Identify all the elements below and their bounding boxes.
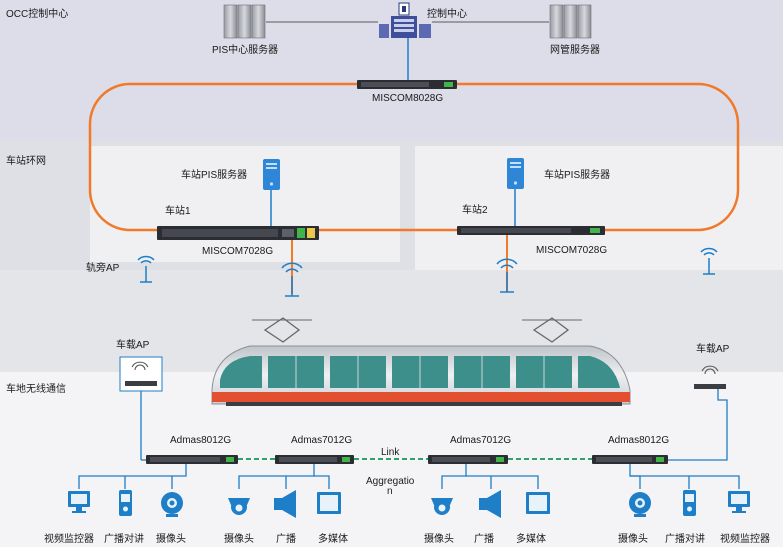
vehicle-ap-right-icon	[694, 365, 726, 389]
pis-center-server-label: PIS中心服务器	[212, 43, 278, 56]
station2-switch-label: MISCOM7028G	[536, 245, 607, 256]
monitor-icon	[68, 491, 90, 513]
terminal-label: 摄像头	[224, 532, 254, 545]
vehicle-ap-right-label: 车载AP	[696, 342, 730, 355]
nms-server-label: 网管服务器	[550, 43, 600, 56]
terminal-label: 多媒体	[318, 532, 348, 545]
terminal-label: 广播对讲	[665, 532, 705, 545]
onboard-switch-4-icon	[592, 455, 668, 464]
terminal-label: 广播	[474, 532, 494, 545]
terminal-label: 摄像头	[424, 532, 454, 545]
display-icon	[317, 492, 341, 514]
onboard-switch-3-label: Admas7012G	[450, 435, 511, 446]
monitor-icon	[728, 491, 750, 513]
station2-switch-icon	[457, 226, 605, 235]
station1-switch-icon	[157, 226, 319, 240]
station2-label: 车站2	[462, 203, 488, 216]
onboard-switch-1-icon	[146, 455, 238, 464]
intercom-icon	[119, 490, 132, 516]
control-center-label: 控制中心	[427, 7, 467, 20]
station1-pis-server-icon	[263, 159, 280, 190]
trackside-ap-4-icon	[700, 247, 718, 275]
station2-box	[415, 146, 783, 270]
onboard-switch-4-label: Admas8012G	[608, 435, 669, 446]
onboard-switch-2-label: Admas7012G	[291, 435, 352, 446]
terminal-label: 摄像头	[618, 532, 648, 545]
terminal-label: 摄像头	[156, 532, 186, 545]
trackside-ap-label: 轨旁AP	[86, 261, 120, 274]
vehicle-ap-left-label: 车载AP	[116, 338, 150, 351]
terminal-label: 多媒体	[516, 532, 546, 545]
terminal-lines-group-1	[78, 464, 187, 489]
aggregation-label-2: n	[387, 486, 393, 497]
terminal-label: 广播	[276, 532, 296, 545]
terminal-lines-group-2	[238, 464, 330, 489]
speaker-icon	[274, 490, 296, 518]
terminal-label: 广播对讲	[104, 532, 144, 545]
wireless-zone-label: 车地无线通信	[6, 382, 66, 395]
core-switch-icon	[357, 80, 457, 89]
onboard-switch-3-icon	[428, 455, 508, 464]
intercom-icon	[683, 490, 696, 516]
nms-server-icon	[549, 4, 592, 39]
station2-pis-server-icon	[507, 158, 524, 189]
terminal-lines-group-3	[441, 464, 539, 489]
train-icon	[211, 317, 631, 406]
camera-icon	[161, 492, 183, 517]
onboard-switch-1-label: Admas8012G	[170, 435, 231, 446]
occ-zone-label: OCC控制中心	[6, 7, 68, 20]
speaker-icon	[479, 490, 501, 518]
terminal-label: 视频监控器	[720, 532, 770, 545]
terminal-lines-group-4	[629, 464, 740, 489]
camera-icon	[629, 492, 651, 517]
station1-box	[90, 146, 400, 262]
link-vehicle-ap-right	[668, 389, 728, 461]
station1-switch-label: MISCOM7028G	[202, 246, 273, 257]
station-ring-zone-label: 车站环网	[6, 154, 46, 167]
display-icon	[526, 492, 550, 514]
pis-center-server-icon	[223, 4, 266, 39]
terminal-label: 视频监控器	[44, 532, 94, 545]
dome-camera-icon	[228, 498, 250, 515]
core-switch-label: MISCOM8028G	[372, 93, 443, 104]
trackside-ap-2-icon	[281, 262, 303, 297]
aggregation-label: Aggregatio	[366, 476, 415, 487]
trackside-ap-1-icon	[137, 255, 155, 283]
station2-pis-server-label: 车站PIS服务器	[544, 168, 610, 181]
trackside-ap-3-icon	[496, 258, 518, 293]
control-center-icon	[379, 2, 431, 38]
vehicle-ap-left-icon	[125, 361, 157, 386]
station1-label: 车站1	[165, 204, 191, 217]
dome-camera-icon	[431, 498, 453, 515]
onboard-switch-2-icon	[275, 455, 354, 464]
link-label: Link	[381, 447, 400, 458]
station1-pis-server-label: 车站PIS服务器	[181, 168, 247, 181]
